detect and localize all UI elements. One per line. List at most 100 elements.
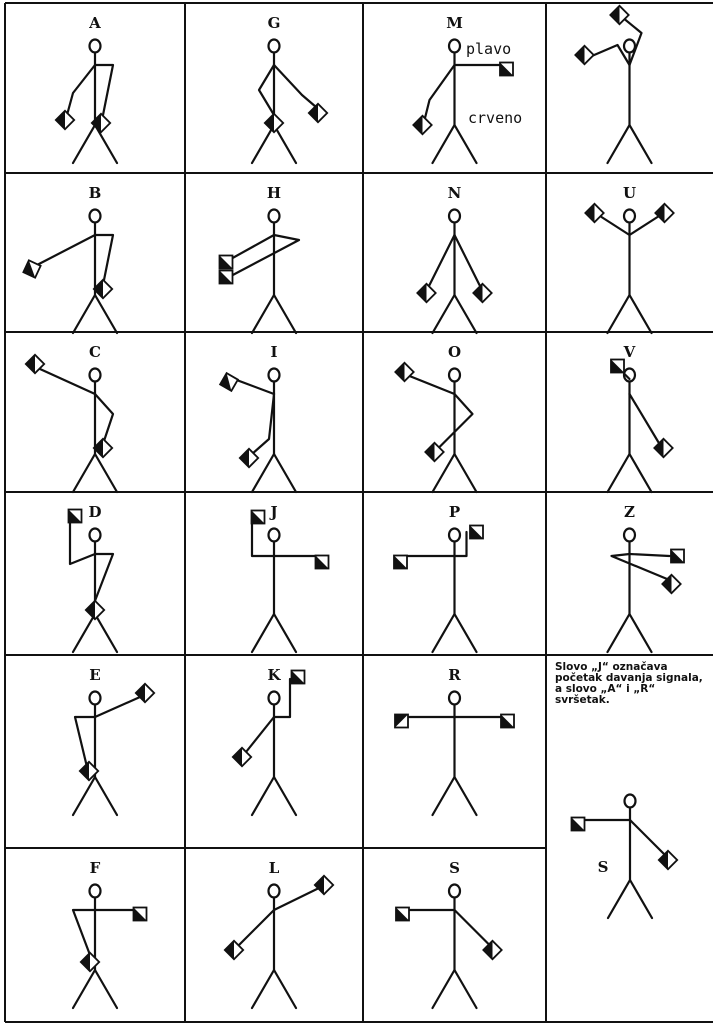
semaphore-figure-r-flag-1 xyxy=(501,715,514,728)
semaphore-figure-example-s-legs xyxy=(608,880,652,918)
semaphore-figure-z-legs xyxy=(608,614,652,652)
semaphore-figure-f xyxy=(73,885,147,1009)
semaphore-figure-o-arm-0 xyxy=(410,376,455,394)
label-crveno: crveno xyxy=(468,109,522,127)
semaphore-figure-m xyxy=(413,40,513,164)
semaphore-figure-v xyxy=(608,360,673,493)
semaphore-figure-z-head xyxy=(624,529,635,542)
semaphore-figure-u-flag-0 xyxy=(585,204,603,222)
semaphore-figure-g-arm-0 xyxy=(259,65,274,115)
semaphore-figure-l-arm-1 xyxy=(274,888,319,910)
semaphore-figure-z-arm-0 xyxy=(612,554,670,580)
semaphore-figure-o xyxy=(395,363,476,492)
semaphore-figure-f-legs xyxy=(73,970,117,1008)
semaphore-figure-c-letter: C xyxy=(89,343,101,361)
semaphore-figure-o-legs xyxy=(433,454,477,492)
semaphore-figure-n-arm-0 xyxy=(430,235,455,285)
semaphore-figure-g-flag-0 xyxy=(265,114,283,132)
semaphore-figure-z xyxy=(608,529,685,653)
semaphore-figure-h-flag-1 xyxy=(220,271,233,284)
semaphore-figure-l-flag-1 xyxy=(315,876,333,894)
semaphore-figure-r-letter: R xyxy=(448,666,461,684)
semaphore-figure-b-legs xyxy=(73,295,117,333)
semaphore-figure-i-head xyxy=(269,369,280,382)
semaphore-figure-s-head xyxy=(449,885,460,898)
semaphore-figure-extra-legs xyxy=(608,125,652,163)
semaphore-figure-e-legs xyxy=(73,777,117,815)
semaphore-figure-c-head xyxy=(90,369,101,382)
semaphore-figure-o-flag-0 xyxy=(395,363,413,381)
semaphore-figure-c-arm-0 xyxy=(40,369,95,394)
semaphore-figure-m-flag-0 xyxy=(413,116,431,134)
semaphore-figure-o-head xyxy=(449,369,460,382)
semaphore-figure-a xyxy=(56,40,117,164)
semaphore-figure-r xyxy=(395,692,514,816)
example-letter: S xyxy=(598,858,609,876)
semaphore-figure-a-letter: A xyxy=(88,14,101,32)
semaphore-figure-j-flag-1 xyxy=(316,556,329,569)
semaphore-figure-example-s-arm-1 xyxy=(630,820,665,855)
semaphore-figure-z-arm-1 xyxy=(630,554,670,556)
semaphore-figure-s-arm-1 xyxy=(455,910,490,945)
semaphore-figure-r-legs xyxy=(433,777,477,815)
semaphore-figure-m-arm-0 xyxy=(425,65,455,120)
semaphore-figure-n-flag-0 xyxy=(417,284,435,302)
semaphore-figure-k-flag-1 xyxy=(292,671,305,684)
semaphore-figure-u-head xyxy=(624,210,635,223)
semaphore-figure-k-legs xyxy=(252,777,296,815)
semaphore-figure-c-legs xyxy=(73,454,117,492)
semaphore-figure-j-head xyxy=(269,529,280,542)
semaphore-figure-u-letter: U xyxy=(623,184,636,202)
semaphore-figure-s-flag-1 xyxy=(483,941,501,959)
semaphore-figure-s xyxy=(396,885,502,1009)
semaphore-figure-f-head xyxy=(90,885,101,898)
semaphore-figure-p-head xyxy=(449,529,460,542)
semaphore-figure-s-letter: S xyxy=(449,859,460,877)
semaphore-figure-extra-head xyxy=(624,40,635,53)
semaphore-figure-k-letter: K xyxy=(267,666,281,684)
semaphore-figure-m-letter: M xyxy=(446,14,463,32)
semaphore-figure-r-head xyxy=(449,692,460,705)
semaphore-figure-extra xyxy=(575,6,651,163)
semaphore-figure-h xyxy=(220,210,300,334)
semaphore-figure-m-head xyxy=(449,40,460,53)
semaphore-figure-i-letter: I xyxy=(270,343,277,361)
semaphore-figure-p-flag-0 xyxy=(394,556,407,569)
semaphore-figure-e xyxy=(73,684,154,815)
label-plavo: plavo xyxy=(466,40,511,58)
semaphore-figure-g xyxy=(252,40,327,164)
semaphore-figure-k-head xyxy=(269,692,280,705)
semaphore-figure-v-legs xyxy=(608,454,652,492)
semaphore-figure-d-flag-0 xyxy=(69,510,82,523)
semaphore-figure-b xyxy=(23,210,117,334)
semaphore-figure-a-arm-0 xyxy=(67,65,95,115)
semaphore-figure-d-head xyxy=(90,529,101,542)
semaphore-figure-j-legs xyxy=(252,614,296,652)
semaphore-figure-g-letter: G xyxy=(268,14,281,32)
semaphore-figure-c-flag-1 xyxy=(94,439,112,457)
semaphore-figure-n-head xyxy=(449,210,460,223)
semaphore-figure-d xyxy=(69,510,118,653)
semaphore-figure-e-flag-1 xyxy=(136,684,154,702)
semaphore-figure-example-s-flag-0 xyxy=(572,818,585,831)
semaphore-figure-k-arm-0 xyxy=(246,717,274,752)
semaphore-figure-example-s-head xyxy=(625,795,636,808)
semaphore-figure-c xyxy=(26,355,117,492)
semaphore-figure-p-legs xyxy=(433,614,477,652)
semaphore-figure-v-arm-1 xyxy=(630,394,660,444)
semaphore-figure-l-letter: L xyxy=(269,859,280,877)
semaphore-figure-a-arm-1 xyxy=(95,65,113,115)
semaphore-figure-e-arm-0 xyxy=(75,717,95,767)
semaphore-figure-v-letter: V xyxy=(623,343,636,361)
semaphore-figure-e-letter: E xyxy=(89,666,100,684)
semaphore-figure-h-flag-0 xyxy=(220,256,233,269)
semaphore-figure-l xyxy=(225,876,333,1008)
figures: AGMBHNUCIOVDJPZEKRFLSS xyxy=(23,6,684,1008)
semaphore-figure-n-letter: N xyxy=(448,184,462,202)
semaphore-figure-example-s xyxy=(572,795,678,919)
semaphore-figure-o-letter: O xyxy=(448,343,461,361)
semaphore-figure-h-head xyxy=(269,210,280,223)
semaphore-figure-s-flag-0 xyxy=(396,908,409,921)
semaphore-figure-l-legs xyxy=(252,970,296,1008)
